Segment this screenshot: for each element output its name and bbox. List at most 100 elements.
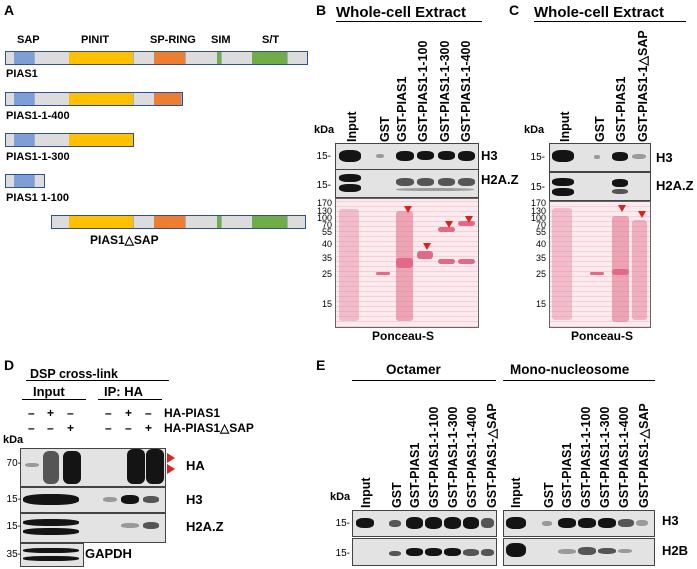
- kda-label: kDa: [314, 124, 335, 136]
- domain-label-spring: SP-RING: [150, 34, 196, 46]
- blot-octamer-h2b: [352, 538, 497, 566]
- mw-tick: 15: [535, 299, 546, 309]
- blot-h2az: [549, 172, 651, 201]
- mw-marker: 15-: [316, 151, 331, 162]
- mw-tick: 130: [530, 206, 546, 216]
- lane-label: GST-PIAS1-1-300: [438, 40, 452, 142]
- lane-label: GST-PIAS1: [560, 442, 574, 508]
- red-arrowhead: [167, 453, 175, 463]
- blot-label: H2A.Z: [481, 172, 519, 187]
- red-arrowhead: [618, 205, 626, 212]
- mw-tick: 130: [316, 206, 332, 216]
- construct-1-300-bar: [5, 133, 134, 147]
- red-arrowhead: [465, 216, 473, 223]
- sign: –: [47, 421, 54, 435]
- mw-marker: 15-: [335, 548, 350, 559]
- sign: –: [145, 406, 152, 420]
- red-arrowhead: [167, 464, 175, 474]
- lane-label: GST-PIAS1-1-400: [617, 406, 631, 508]
- sap-domain: [14, 175, 35, 187]
- lane-label: Input: [558, 111, 572, 142]
- blot-h2az: [335, 169, 479, 198]
- mw-marker: 15-: [6, 494, 21, 505]
- ponceau-label: Ponceau-S: [372, 329, 435, 343]
- lane-label: GST: [542, 482, 556, 508]
- blot-label: GAPDH: [85, 546, 132, 561]
- mw-tick: 55: [321, 227, 332, 237]
- blot-label: H3: [186, 492, 203, 507]
- ponceau-stain-b: [335, 198, 479, 328]
- lane-label: GST-PIAS1-1-300: [446, 406, 460, 508]
- sign: +: [125, 406, 133, 420]
- sap-domain: [14, 134, 35, 146]
- construct-1-400-bar: [5, 92, 183, 106]
- panel-c-label: C: [509, 2, 520, 18]
- spring-domain: [154, 216, 186, 228]
- blot-label: H2A.Z: [656, 178, 694, 193]
- sim-domain: [217, 52, 222, 64]
- sign: –: [125, 421, 132, 435]
- blot-h2az: [20, 513, 166, 543]
- sign: –: [67, 406, 74, 420]
- mw-tick: 170: [530, 198, 546, 208]
- mw-tick: 55: [535, 227, 546, 237]
- panel-d-label: D: [4, 357, 15, 373]
- lane-label: GST-PIAS1-1-100: [427, 406, 441, 508]
- blot-gapdh: [20, 543, 84, 567]
- mw-tick: 40: [535, 239, 546, 249]
- panel-a-label: A: [4, 2, 15, 18]
- spring-domain: [154, 52, 186, 64]
- construct-label: PIAS1△SAP: [90, 233, 159, 247]
- domain-label-sap: SAP: [17, 34, 40, 46]
- blot-mono-h3: [503, 510, 655, 537]
- mw-tick: 100: [530, 213, 546, 223]
- mw-tick: 70: [535, 220, 546, 230]
- lane-label: GST-PIAS1-1-400: [465, 406, 479, 508]
- blot-h3: [20, 487, 166, 513]
- blot-h3: [335, 143, 479, 170]
- lane-label: GST-PIAS1-1△SAP: [636, 30, 650, 142]
- spring-domain: [154, 93, 182, 105]
- blot-label: H2B: [662, 543, 689, 558]
- lane-label: GST-PIAS1-1-400: [459, 40, 473, 142]
- sap-domain: [14, 52, 35, 64]
- sign: –: [105, 406, 112, 420]
- mw-marker: 15-: [530, 182, 545, 193]
- red-arrowhead: [404, 206, 412, 213]
- input-header: Input: [33, 384, 65, 399]
- sign: +: [67, 421, 75, 435]
- pinit-domain: [69, 93, 134, 105]
- mw-tick: 25: [535, 269, 546, 279]
- panel-c-title: Whole-cell Extract: [534, 4, 686, 22]
- lane-label: Input: [345, 111, 359, 142]
- lane-label: GST-PIAS1-△SAP: [485, 403, 499, 508]
- domain-label-sim: SIM: [211, 34, 231, 46]
- mw-marker: 35-: [6, 549, 21, 560]
- lane-label: GST-PIAS1-1-100: [579, 406, 593, 508]
- red-arrowhead: [638, 211, 646, 218]
- lane-label: GST-PIAS1-△SAP: [637, 403, 651, 508]
- lane-label: GST-PIAS1: [614, 76, 628, 142]
- blot-mono-h2b: [503, 538, 655, 566]
- mw-tick: 35: [321, 253, 332, 263]
- pinit-domain: [69, 216, 134, 228]
- sign: –: [28, 421, 35, 435]
- construct-pias1-bar: [5, 51, 308, 65]
- mono-nucleosome-header: Mono-nucleosome: [510, 362, 630, 377]
- row-label: HA-PIAS1△SAP: [164, 421, 254, 435]
- panel-e-label: E: [316, 357, 326, 373]
- blot-octamer-h3: [352, 510, 497, 537]
- sign: –: [105, 421, 112, 435]
- st-domain: [252, 52, 288, 64]
- sap-domain: [14, 93, 35, 105]
- mw-tick: 70: [321, 220, 332, 230]
- ponceau-stain-c: [549, 201, 651, 328]
- panel-b-title: Whole-cell Extract: [336, 4, 482, 22]
- blot-label: H3: [656, 150, 673, 165]
- lane-label: GST: [593, 116, 607, 142]
- sign: +: [145, 421, 153, 435]
- ip-header: IP: HA: [104, 384, 143, 399]
- sign: –: [28, 406, 35, 420]
- lane-label: GST-PIAS1-1-100: [416, 40, 430, 142]
- mw-tick: 100: [316, 213, 332, 223]
